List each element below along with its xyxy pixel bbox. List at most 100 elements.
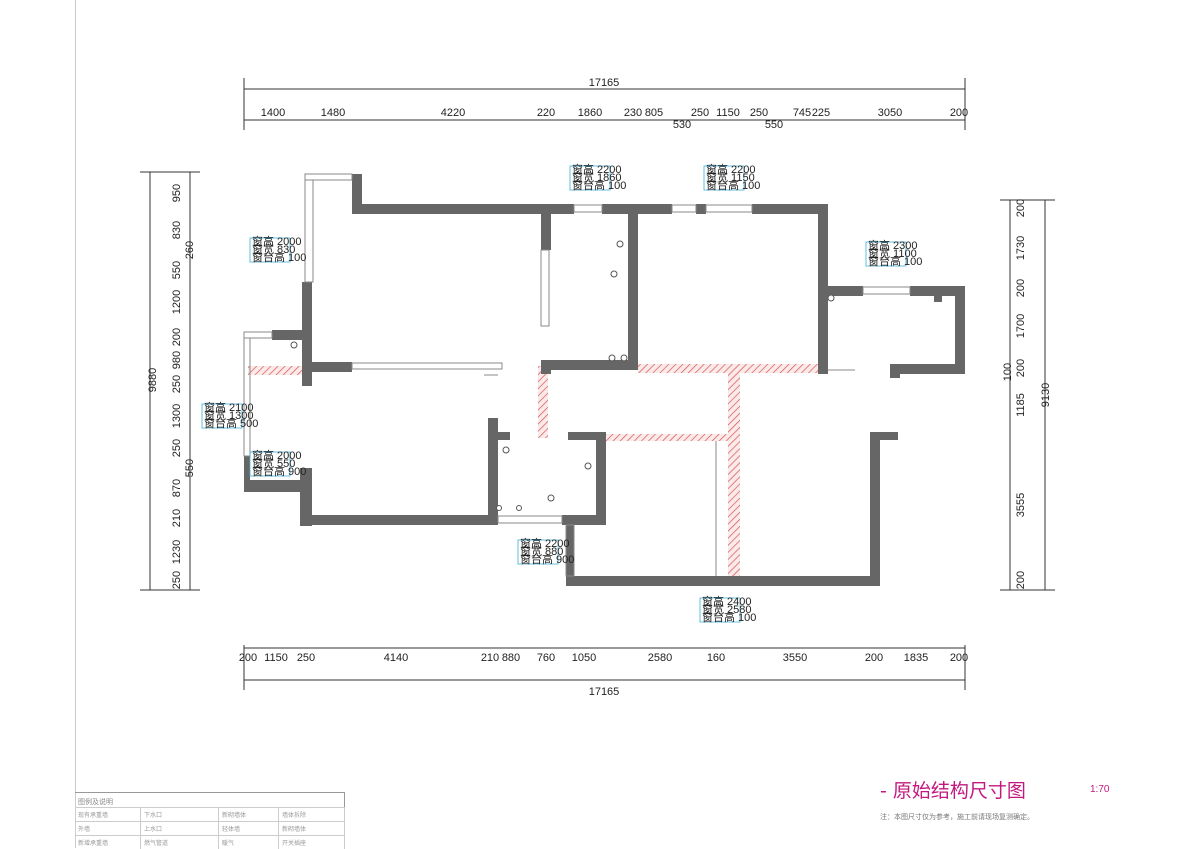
top-total-dimension: 17165 — [589, 77, 620, 89]
window-tag-line: 窗高 2000 — [252, 234, 302, 248]
bottom-dim-value: 250 — [297, 652, 315, 664]
legend-item: 轻体墙 — [219, 821, 279, 835]
bottom-dim-value: 1150 — [264, 652, 288, 664]
left-dim-value: 250 — [171, 439, 183, 457]
bottom-total-dimension: 17165 — [589, 686, 620, 698]
window-tag-line: 窗宽 830 — [252, 242, 295, 256]
left-dim-value: 950 — [171, 184, 183, 202]
right-dim-value: 3555 — [1015, 493, 1027, 517]
top-dim-value: 3050 — [878, 107, 902, 119]
window-tag-line: 窗台高 100 — [706, 178, 760, 192]
window-tag-frame — [201, 403, 243, 429]
window-tag-line: 窗宽 1150 — [706, 170, 755, 184]
left-dim-value: 250 — [171, 571, 183, 589]
drawing-title: - 原始结构尺寸图 — [880, 780, 1026, 802]
sheet-border — [75, 0, 1200, 848]
top-dim-value: 550 — [765, 119, 783, 131]
window-tag-line: 窗台高 100 — [572, 178, 626, 192]
bottom-dimension-lines — [243, 645, 966, 690]
right-dim-value: 1185 — [1015, 393, 1027, 417]
window-tag-line: 窗台高 900 — [252, 464, 306, 478]
left-dim-value: 250 — [171, 375, 183, 393]
left-dim-value: 830 — [171, 221, 183, 239]
top-dimension-lines — [243, 78, 966, 130]
left-total-dimension: 9880 — [147, 368, 159, 392]
legend-item: 新砌墙体 — [279, 821, 345, 835]
window-tag-line: 窗宽 1300 — [204, 408, 254, 422]
right-dim-value: 200 — [1015, 279, 1027, 297]
window-tag-line: 窗高 2100 — [204, 400, 254, 414]
legend-item: 暖气 — [219, 835, 279, 849]
bottom-dim-value: 880 — [502, 652, 520, 664]
top-dim-value: 745 — [793, 107, 811, 119]
bottom-dim-value: 200 — [239, 652, 257, 664]
left-dim-value: 260 — [184, 241, 196, 259]
window-tag-frame — [865, 241, 907, 267]
bottom-dim-value: 160 — [707, 652, 725, 664]
title-block: - 原始结构尺寸图 1:70 — [880, 776, 1160, 806]
legend-item: 外墙 — [75, 821, 141, 835]
legend-item: 开关插座 — [279, 835, 345, 849]
left-dim-value: 210 — [171, 509, 183, 527]
top-dim-value: 1400 — [261, 107, 285, 119]
right-dim-value: 200 — [1015, 571, 1027, 589]
left-dim-value: 1230 — [171, 540, 183, 564]
left-dimension-values: 9508302605501200200980250130025055087021… — [171, 184, 196, 589]
legend-item: 上水口 — [141, 821, 219, 835]
window-tag-line: 窗台高 500 — [204, 416, 258, 430]
load-bearing-walls — [244, 174, 965, 586]
window-tag-frame — [249, 237, 291, 263]
window-tag-frame — [703, 165, 745, 191]
left-dim-value: 1200 — [171, 290, 183, 314]
bottom-dim-value: 200 — [865, 652, 883, 664]
right-total-dimension: 9130 — [1040, 383, 1052, 407]
window-tag-line: 窗台高 100 — [252, 250, 306, 264]
window-tag-line: 窗宽 1860 — [572, 170, 622, 184]
legend-item: 现有承重墙 — [75, 807, 141, 821]
window-tag-line: 窗宽 880 — [520, 544, 563, 558]
window-tag-frame — [699, 597, 741, 623]
top-dim-value: 530 — [673, 119, 691, 131]
top-dim-value: 200 — [950, 107, 968, 119]
top-dim-value: 1860 — [578, 107, 602, 119]
drawing-note: 注：本图尺寸仅为参考，施工前请现场复测确定。 — [880, 813, 1034, 821]
plumbing-fixtures — [290, 240, 835, 511]
bottom-dim-value: 1050 — [572, 652, 596, 664]
right-dimension-lines — [1000, 199, 1055, 591]
drawing-title-text: 原始结构尺寸图 — [892, 780, 1026, 802]
legend-grid: 现有承重墙下水口新砌墙体墙体拆除外墙上水口轻体墙新砌墙体新增承重墙燃气管道暖气开… — [75, 807, 345, 849]
window-tag-line: 窗宽 2580 — [702, 602, 752, 616]
legend-item: 新增承重墙 — [75, 835, 141, 849]
left-dim-value: 550 — [171, 261, 183, 279]
window-tag-line: 窗高 2200 — [706, 162, 756, 176]
top-dim-value: 4220 — [441, 107, 465, 119]
window-tag-line: 窗台高 100 — [868, 254, 922, 268]
right-dim-value: 1700 — [1015, 314, 1027, 338]
window-tag-line: 窗高 2200 — [572, 162, 622, 176]
left-dim-value: 870 — [171, 479, 183, 497]
bottom-dim-value: 4140 — [384, 652, 408, 664]
top-dim-value: 805 — [645, 107, 663, 119]
right-dim-value: 100 — [1002, 363, 1014, 381]
bottom-dim-value: 2580 — [648, 652, 672, 664]
window-lines — [243, 173, 911, 577]
left-dim-value: 200 — [171, 328, 183, 346]
drawing-scale: 1:70 — [1090, 784, 1110, 795]
window-tag-line: 窗宽 1100 — [868, 246, 917, 260]
bottom-dim-value: 200 — [950, 652, 968, 664]
top-dim-value: 1480 — [321, 107, 345, 119]
window-tag-line: 窗台高 100 — [702, 610, 756, 624]
legend-box: 图例及说明 现有承重墙下水口新砌墙体墙体拆除外墙上水口轻体墙新砌墙体新增承重墙燃… — [75, 792, 345, 849]
